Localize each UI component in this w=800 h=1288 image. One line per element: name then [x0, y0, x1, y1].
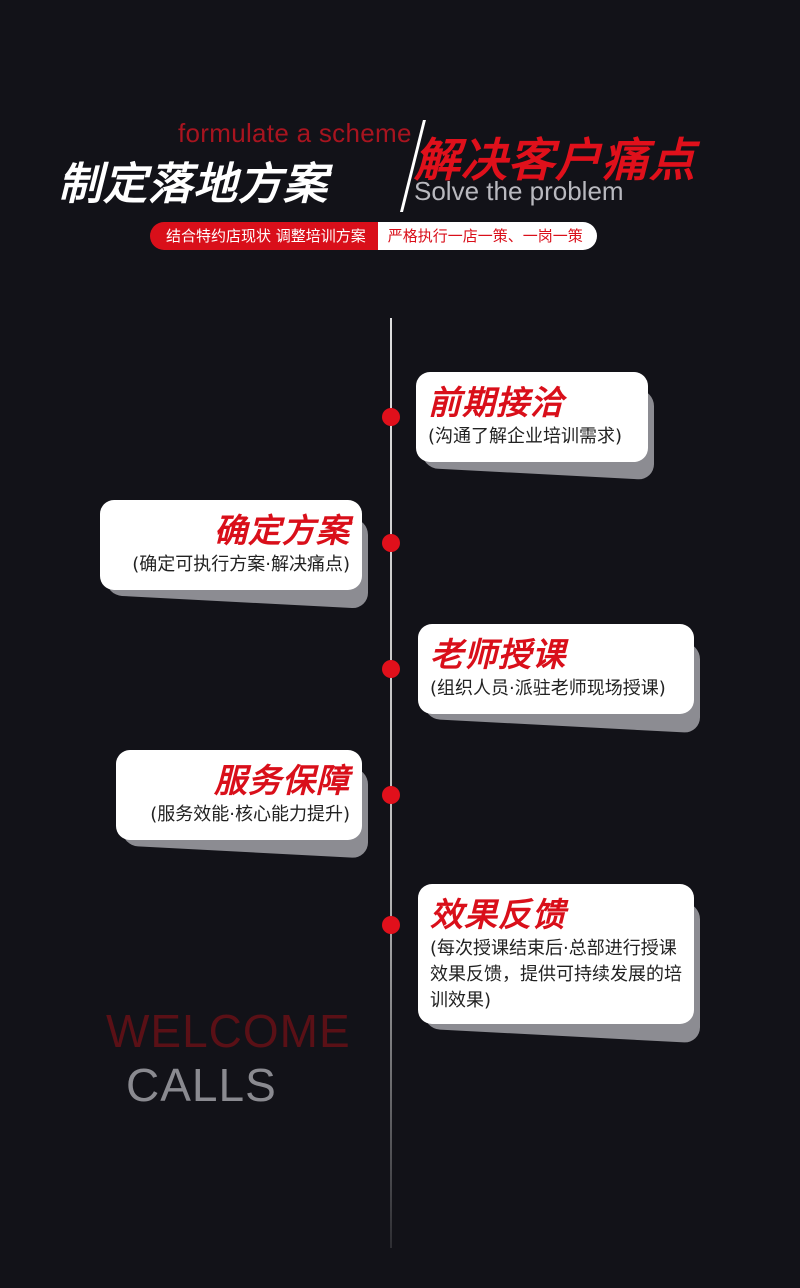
card-body: 确定方案 (确定可执行方案·解决痛点) — [100, 500, 362, 590]
timeline-dot — [382, 786, 400, 804]
subtitle-english-gray: Solve the problem — [414, 176, 624, 206]
timeline-dot — [382, 916, 400, 934]
card-body: 服务保障 (服务效能·核心能力提升) — [116, 750, 362, 840]
subtitle-english-red: formulate a scheme — [178, 118, 412, 148]
step-title: 前期接洽 — [428, 383, 564, 422]
step-description: (确定可执行方案·解决痛点) — [132, 554, 350, 575]
timeline-dot — [382, 534, 400, 552]
step-title: 老师授课 — [430, 635, 566, 674]
step-title: 确定方案 — [214, 511, 350, 550]
step-card-2: 确定方案 (确定可执行方案·解决痛点) — [100, 500, 368, 609]
page-title-accent: 解决客户痛点 — [414, 133, 696, 187]
tagline-white: 严格执行一店一策、一岗一策 — [377, 222, 597, 250]
timeline-dot — [382, 408, 400, 426]
step-title: 服务保障 — [214, 761, 350, 800]
step-card-3: 老师授课 (组织人员·派驻老师现场授课) — [418, 624, 700, 734]
step-card-1: 前期接洽 (沟通了解企业培训需求) — [416, 372, 654, 481]
card-body: 前期接洽 (沟通了解企业培训需求) — [416, 372, 648, 462]
step-description: (服务效能·核心能力提升) — [150, 804, 350, 825]
welcome-text: WELCOME — [106, 1005, 351, 1057]
step-title: 效果反馈 — [430, 895, 566, 934]
tagline-red: 结合特约店现状 调整培训方案 — [150, 222, 378, 250]
calls-text: CALLS — [126, 1059, 277, 1111]
step-description: (每次授课结束后·总部进行授课效果反馈，提供可持续发展的培训效果) — [430, 938, 682, 1011]
page-title: 制定落地方案 — [58, 159, 328, 210]
header: formulate a scheme 制定落地方案 解决客户痛点 Solve t… — [0, 0, 800, 270]
step-card-5: 效果反馈 (每次授课结束后·总部进行授课效果反馈，提供可持续发展的培训效果) — [418, 884, 700, 1044]
tagline-pill: 结合特约店现状 调整培训方案 严格执行一店一策、一岗一策 — [150, 222, 597, 250]
step-description: (组织人员·派驻老师现场授课) — [430, 678, 666, 699]
timeline-line — [390, 318, 392, 1248]
card-body: 老师授课 (组织人员·派驻老师现场授课) — [418, 624, 694, 714]
step-card-4: 服务保障 (服务效能·核心能力提升) — [116, 750, 368, 859]
card-body: 效果反馈 (每次授课结束后·总部进行授课效果反馈，提供可持续发展的培训效果) — [418, 884, 694, 1024]
timeline-dot — [382, 660, 400, 678]
step-description: (沟通了解企业培训需求) — [428, 426, 623, 447]
